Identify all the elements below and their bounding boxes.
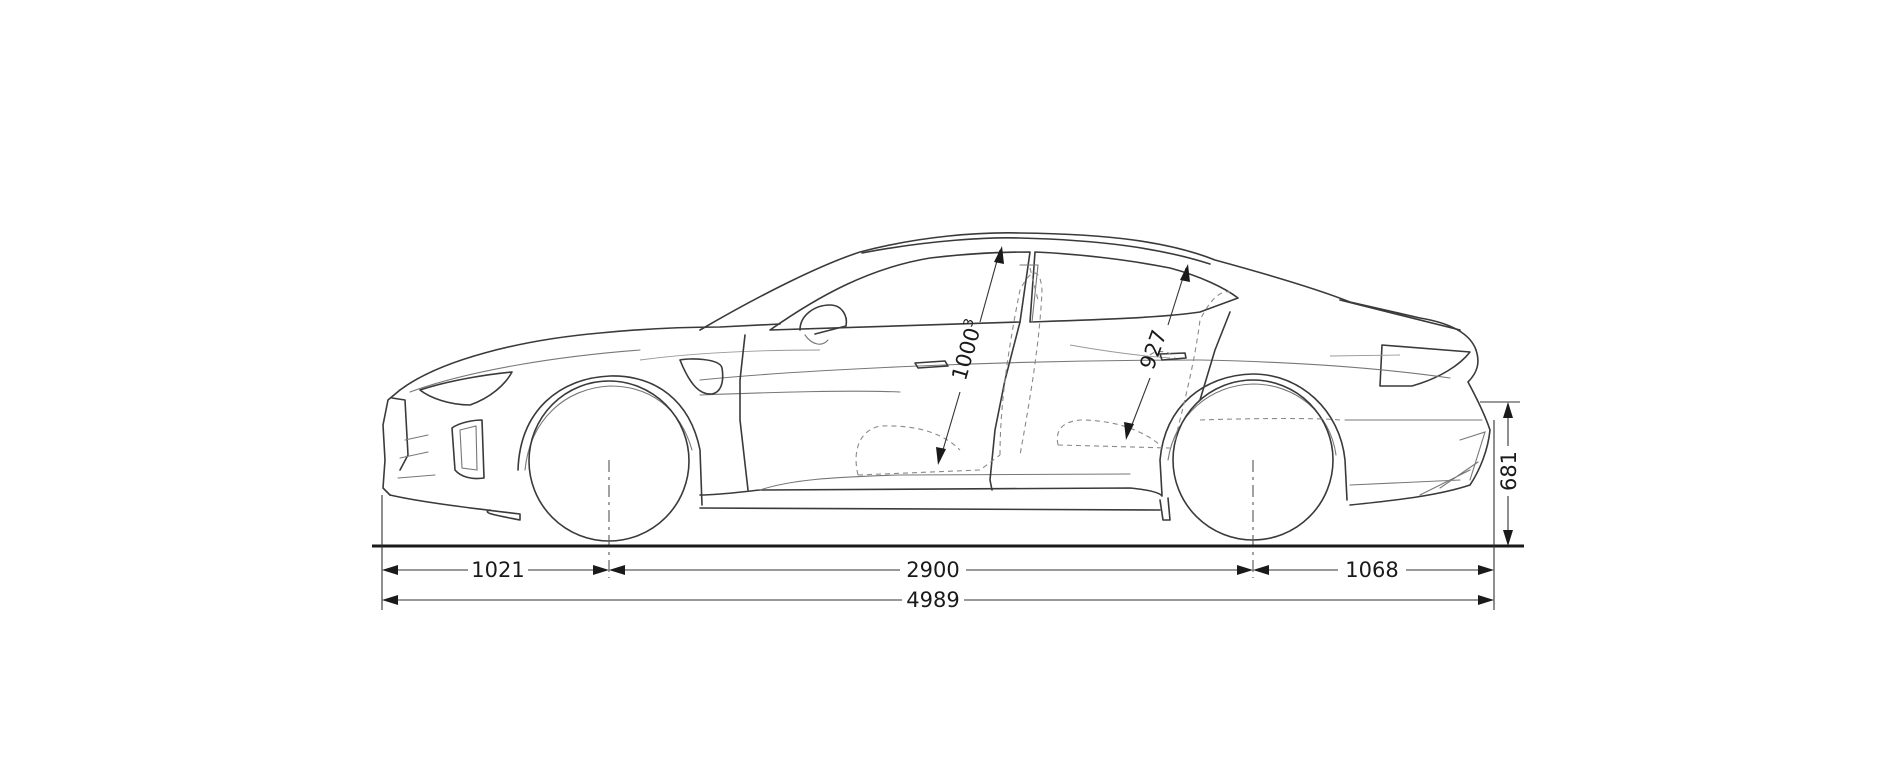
dimension-overall-length: 4989 [382,588,1494,612]
dimension-wheelbase: 2900 [609,558,1253,582]
front-headroom-value: 1000 [947,325,985,383]
extension-lines [381,401,1520,610]
dimension-rear-headroom: 927 [1124,264,1190,440]
dimension-front-overhang: 1021 [382,558,609,582]
rear-overhang-label: 1068 [1345,558,1398,582]
dimension-front-headroom: 10003 [936,246,1004,465]
front-headroom-label: 10003 [946,317,987,383]
dimension-rear-overhang: 1068 [1253,558,1494,582]
overall-length-label: 4989 [906,588,959,612]
wheelbase-label: 2900 [906,558,959,582]
rear-headroom-label: 927 [1135,327,1171,373]
front-headroom-footnote: 3 [961,317,978,329]
dimension-rear-height: 681 [1497,402,1521,546]
rear-height-label: 681 [1497,451,1521,491]
car-side-profile [382,232,1491,542]
seat-outlines [855,267,1341,476]
front-overhang-label: 1021 [471,558,524,582]
